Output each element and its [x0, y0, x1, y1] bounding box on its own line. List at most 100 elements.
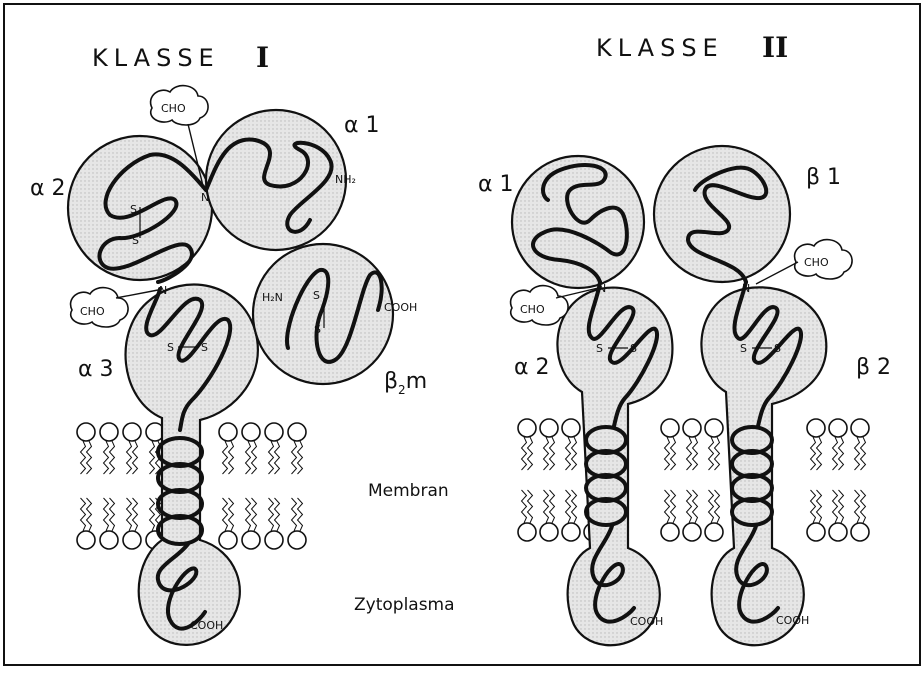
membrane-middle-class2	[661, 419, 723, 541]
label-alpha1-class2: α 1	[478, 172, 514, 197]
membrane-right-class1	[219, 423, 306, 549]
lipid-head	[683, 419, 701, 437]
lipid-tail	[687, 490, 692, 523]
label-s-alpha-a-class2: S	[596, 342, 603, 355]
membrane-left-class1	[77, 423, 164, 549]
label-h2n: H₂N	[262, 291, 283, 304]
label-nh2: NH₂	[335, 173, 356, 186]
lipid-head	[518, 419, 536, 437]
lipid-tail	[275, 498, 280, 531]
lipid-tail	[229, 441, 234, 474]
lipid-tail	[566, 490, 571, 523]
lipid-tail	[110, 441, 115, 474]
membrane-right-class2	[807, 419, 869, 541]
lipid-tail	[550, 490, 555, 523]
label-alpha2: α 2	[30, 176, 66, 201]
lipid-head	[807, 523, 825, 541]
label-s-alpha-b-class2: S	[630, 342, 637, 355]
label-beta2-class2: β 2	[856, 355, 891, 380]
lipid-tail	[223, 441, 228, 474]
lipid-tail	[839, 437, 844, 470]
lipid-tail	[150, 498, 155, 531]
lipid-tail	[104, 441, 109, 474]
lipid-tail	[855, 490, 860, 523]
label-cooh-alpha-class2: COOH	[630, 615, 663, 628]
title-class2-text: KLASSE	[596, 34, 724, 62]
lipid-head	[123, 531, 141, 549]
label-beta2m-beta: β	[384, 369, 398, 394]
label-s-alpha2-a: S	[130, 203, 137, 216]
lipid-tail	[229, 498, 234, 531]
lipid-head	[288, 531, 306, 549]
class1-molecule	[68, 110, 393, 645]
lipid-head	[829, 419, 847, 437]
label-cooh-beta2m: COOH	[384, 301, 417, 314]
lipid-tail	[298, 498, 303, 531]
label-n-alpha-class2: N	[598, 282, 606, 295]
title-class1-text: KLASSE	[92, 44, 220, 72]
label-s-alpha3-a: S	[167, 341, 174, 354]
lipid-tail	[833, 437, 838, 470]
lipid-tail	[855, 437, 860, 470]
lipid-tail	[81, 441, 86, 474]
lipid-head	[100, 423, 118, 441]
lipid-head	[77, 423, 95, 441]
lipid-tail	[246, 441, 251, 474]
label-cho-top-class1: CHO	[161, 102, 186, 115]
lipid-head	[829, 523, 847, 541]
label-beta2m-suffix: m	[406, 369, 427, 394]
lipid-tail	[127, 441, 132, 474]
lipid-tail	[861, 437, 866, 470]
lipid-tail	[522, 490, 527, 523]
label-s-beta2m-a: S	[313, 289, 320, 302]
lipid-tail	[671, 437, 676, 470]
lipid-head	[265, 423, 283, 441]
label-beta2m: β2m	[384, 369, 427, 397]
label-alpha3: α 3	[78, 357, 114, 382]
lipid-tail	[528, 490, 533, 523]
lipid-tail	[665, 490, 670, 523]
lipid-head	[851, 523, 869, 541]
lipid-tail	[811, 490, 816, 523]
lipid-head	[661, 523, 679, 541]
lipid-tail	[275, 441, 280, 474]
lipid-tail	[817, 437, 822, 470]
lipid-tail	[87, 441, 92, 474]
lipid-tail	[715, 490, 720, 523]
label-s-alpha3-b: S	[201, 341, 208, 354]
lipid-head	[661, 419, 679, 437]
lipid-tail	[687, 437, 692, 470]
lipid-head	[123, 423, 141, 441]
lipid-tail	[572, 437, 577, 470]
lipid-head	[219, 531, 237, 549]
lipid-head	[219, 423, 237, 441]
lipid-tail	[693, 437, 698, 470]
lipid-tail	[269, 498, 274, 531]
lipid-head	[562, 419, 580, 437]
lipid-tail	[528, 437, 533, 470]
label-cooh-tail: COOH	[190, 619, 223, 632]
label-n-mid: N	[159, 284, 167, 297]
title-class2: KLASSE II	[596, 31, 788, 64]
lipid-tail	[817, 490, 822, 523]
label-alpha1: α 1	[344, 113, 380, 138]
label-cho-left-class2: CHO	[520, 303, 545, 316]
lipid-head	[77, 531, 95, 549]
lipid-tail	[87, 498, 92, 531]
lipid-tail	[133, 441, 138, 474]
title-class1: KLASSE I	[92, 41, 269, 74]
title-class1-roman: I	[256, 41, 269, 74]
label-n-beta-class2: N	[742, 282, 750, 295]
lipid-tail	[522, 437, 527, 470]
lipid-tail	[544, 490, 549, 523]
label-s-beta2m-b: S	[314, 323, 321, 336]
lipid-tail	[544, 437, 549, 470]
lipid-tail	[104, 498, 109, 531]
lipid-tail	[298, 441, 303, 474]
label-membrane: Membran	[368, 481, 449, 501]
lipid-tail	[550, 437, 555, 470]
label-cho-mid-class1: CHO	[80, 305, 105, 318]
lipid-tail	[665, 437, 670, 470]
lipid-tail	[246, 498, 251, 531]
lipid-tail	[671, 490, 676, 523]
